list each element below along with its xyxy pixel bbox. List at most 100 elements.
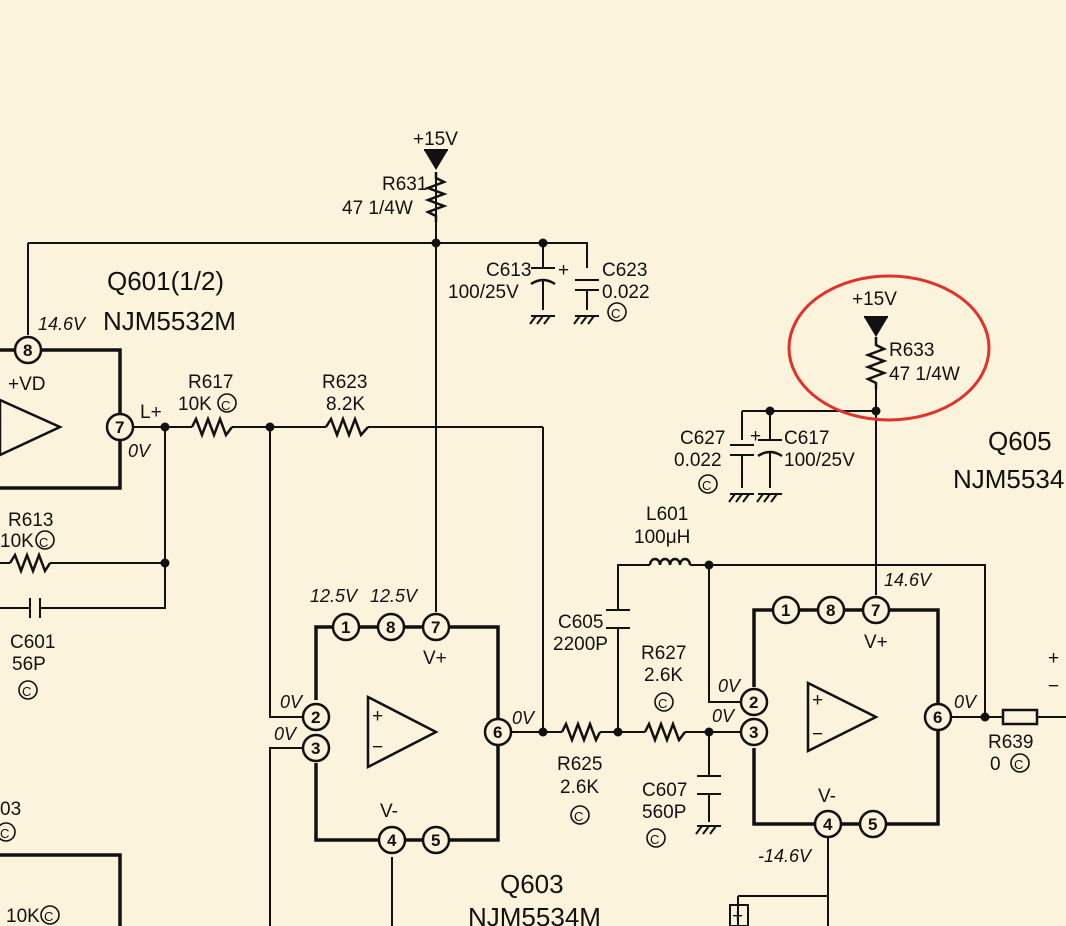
- svg-text:−: −: [812, 724, 823, 745]
- svg-text:3: 3: [311, 739, 320, 758]
- highlight-circle: [787, 274, 991, 422]
- svg-text:4: 4: [823, 815, 833, 834]
- svg-text:0V: 0V: [280, 692, 304, 712]
- svg-text:4: 4: [387, 831, 397, 850]
- svg-text:Q605: Q605: [988, 426, 1052, 456]
- supply-label: +15V: [413, 129, 458, 150]
- svg-text:L+: L+: [140, 402, 162, 423]
- svg-text:+: +: [732, 906, 743, 926]
- svg-text:0.022: 0.022: [602, 282, 650, 303]
- svg-text:2.6K: 2.6K: [560, 777, 599, 798]
- svg-text:C605: C605: [558, 612, 603, 633]
- svg-text:14.6V: 14.6V: [38, 314, 87, 334]
- capacitor-c623: C623 0.022 C: [573, 260, 650, 325]
- svg-text:10K: 10K: [178, 394, 212, 415]
- svg-text:+: +: [812, 690, 823, 711]
- svg-text:C: C: [574, 809, 583, 824]
- svg-text:C: C: [1014, 757, 1023, 772]
- junction-dots: [160, 238, 990, 737]
- capacitor-c607: C607 560P C: [642, 775, 721, 848]
- svg-text:2: 2: [311, 708, 320, 727]
- svg-text:R625: R625: [557, 754, 602, 775]
- svg-text:V+: V+: [864, 632, 888, 653]
- svg-text:1: 1: [341, 618, 350, 637]
- svg-text:C627: C627: [680, 428, 725, 449]
- svg-text:Q601(1/2): Q601(1/2): [107, 266, 224, 296]
- svg-text:+VD: +VD: [8, 374, 46, 395]
- svg-text:47 1/4W: 47 1/4W: [342, 198, 413, 219]
- svg-text:C: C: [650, 832, 659, 847]
- supply-symbol-15v-top: +15V: [413, 129, 458, 170]
- svg-text:C607: C607: [642, 780, 687, 801]
- svg-text:−: −: [372, 737, 383, 758]
- capacitor-c613: + C613 100/25V: [448, 260, 569, 325]
- svg-text:0V: 0V: [712, 706, 736, 726]
- svg-text:10K: 10K: [0, 531, 34, 552]
- svg-text:R627: R627: [641, 643, 686, 664]
- svg-text:V-: V-: [380, 801, 398, 822]
- svg-text:2.6K: 2.6K: [644, 665, 683, 686]
- svg-text:14.6V: 14.6V: [884, 570, 933, 590]
- opamp-q601: Q601(1/2) NJM5532M 14.6V +VD L+ 0V 8 7: [0, 266, 236, 490]
- svg-text:100/25V: 100/25V: [448, 282, 519, 303]
- svg-text:+: +: [750, 426, 761, 447]
- capacitor-c601: C601 56P C: [10, 598, 55, 700]
- svg-text:56P: 56P: [12, 654, 46, 675]
- svg-text:5: 5: [431, 831, 440, 850]
- svg-text:6: 6: [933, 708, 942, 727]
- svg-text:R617: R617: [188, 372, 233, 393]
- svg-text:R639: R639: [988, 732, 1033, 753]
- svg-text:2200P: 2200P: [553, 634, 608, 655]
- svg-text:0V: 0V: [512, 708, 536, 728]
- svg-text:+: +: [558, 260, 569, 281]
- svg-text:+: +: [1048, 648, 1059, 669]
- svg-text:C: C: [702, 478, 711, 493]
- resistor-r631: R631 47 1/4W: [342, 172, 448, 222]
- svg-text:C: C: [611, 306, 620, 321]
- svg-text:5: 5: [868, 815, 877, 834]
- opamp-q603: + − V+ V- 12.5V 12.5V 0V 0V 0V Q603 NJM5…: [274, 586, 601, 926]
- resistor-r627: R627 2.6K C: [641, 643, 686, 744]
- resistor-r625: R625 2.6K C: [557, 720, 602, 825]
- resistor-r623: R623 8.2K: [322, 372, 369, 439]
- svg-text:0V: 0V: [274, 724, 298, 744]
- svg-text:0V: 0V: [954, 692, 978, 712]
- svg-text:+: +: [372, 706, 383, 727]
- opamp-q605: + − V+ V- 14.6V 0V 0V 0V -14.6V Q605 NJM…: [712, 426, 1064, 866]
- svg-text:R633: R633: [889, 340, 934, 361]
- svg-text:7: 7: [115, 418, 124, 437]
- svg-text:C: C: [22, 684, 31, 699]
- svg-text:47 1/4W: 47 1/4W: [889, 364, 960, 385]
- svg-text:0.022: 0.022: [674, 450, 722, 471]
- svg-text:12.5V: 12.5V: [310, 586, 359, 606]
- svg-text:NJM5534: NJM5534: [953, 464, 1064, 494]
- svg-text:560P: 560P: [642, 802, 686, 823]
- svg-text:2: 2: [749, 693, 758, 712]
- svg-text:R623: R623: [322, 372, 367, 393]
- svg-text:V+: V+: [423, 648, 447, 669]
- svg-text:0: 0: [990, 754, 1001, 775]
- svg-text:8: 8: [386, 618, 395, 637]
- svg-text:8.2K: 8.2K: [326, 394, 365, 415]
- svg-text:R613: R613: [8, 510, 53, 531]
- capacitor-c617: + C617 100/25V: [750, 426, 855, 503]
- svg-text:NJM5534M: NJM5534M: [468, 902, 601, 926]
- svg-text:C601: C601: [10, 632, 55, 653]
- svg-text:C: C: [221, 398, 230, 413]
- svg-text:C: C: [39, 535, 48, 550]
- svg-text:C: C: [0, 826, 9, 841]
- capacitor-c627: C627 0.022 C: [674, 428, 754, 503]
- resistor-r617: R617 10K C: [178, 372, 237, 439]
- svg-text:12.5V: 12.5V: [370, 586, 419, 606]
- supply-label: +15V: [852, 289, 897, 310]
- svg-text:3: 3: [749, 723, 758, 742]
- svg-text:NJM5532M: NJM5532M: [103, 306, 236, 336]
- svg-text:C617: C617: [784, 428, 829, 449]
- svg-text:6: 6: [493, 723, 502, 742]
- svg-text:L601: L601: [646, 504, 688, 525]
- svg-text:C613: C613: [486, 260, 531, 281]
- svg-text:100/25V: 100/25V: [784, 450, 855, 471]
- svg-text:V-: V-: [818, 786, 836, 807]
- svg-text:C: C: [44, 909, 53, 924]
